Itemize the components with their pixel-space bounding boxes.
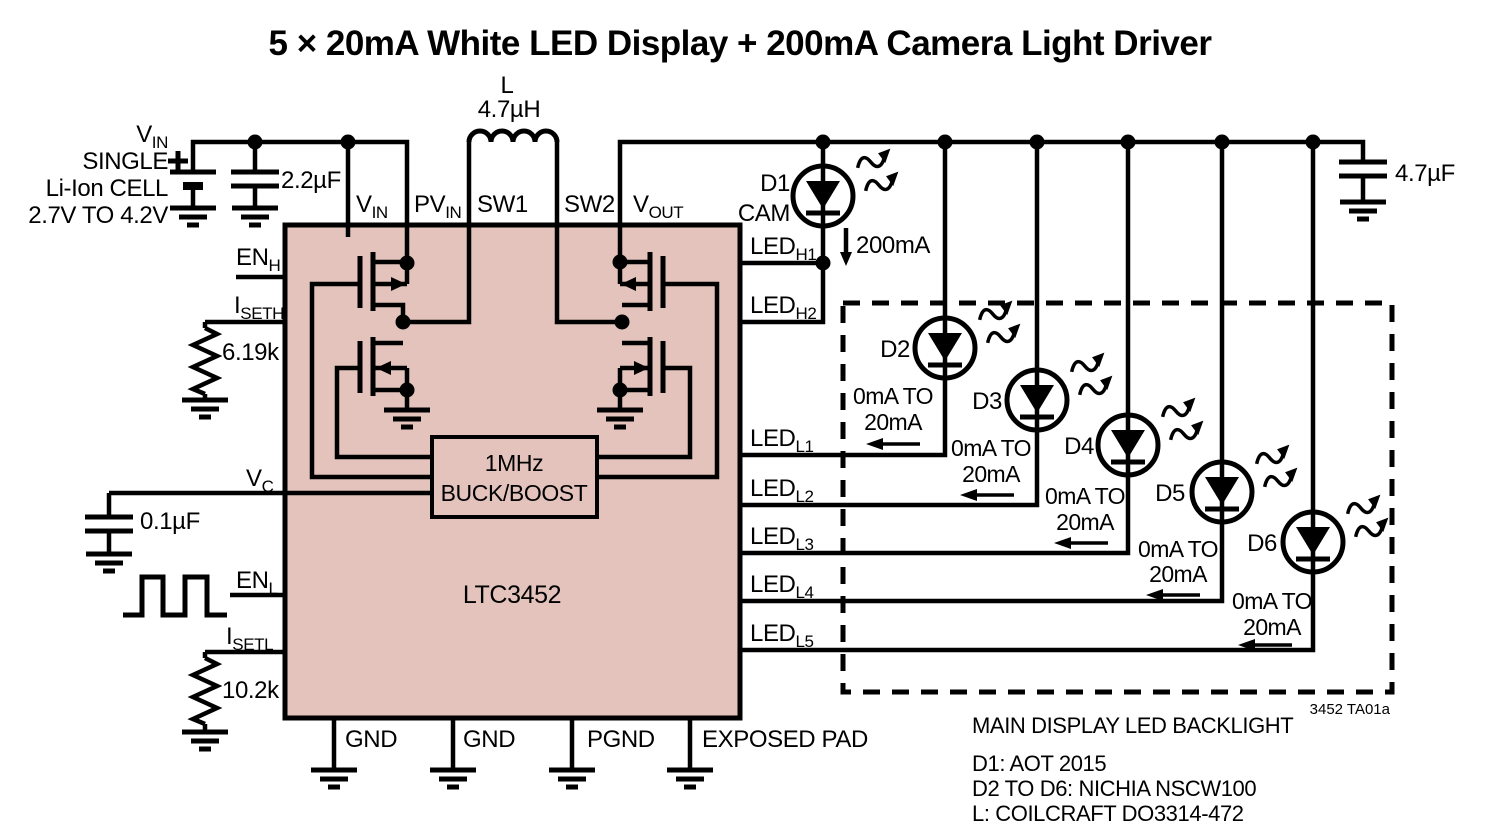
pmos-left-arrow [391,277,406,291]
input-capacitor [231,169,279,225]
pin-label-enh: ENH [236,244,280,275]
label-isetl-resistor: 10.2k [222,677,280,704]
schematic-title: 5 × 20mA White LED Display + 200mA Camer… [269,24,1213,63]
vc-capacitor [85,514,133,571]
label-source-cell: Li-Ion CELL [46,175,168,202]
label-d1-ref: D1 [760,170,790,197]
label-d2-ref: D2 [880,336,910,363]
label-d5-current-2: 20mA [1149,561,1208,587]
pin-label-gnd1: GND [345,726,397,753]
control-block-line1: 1MHz [485,450,543,476]
pin-label-iseth: ISETH [234,292,284,323]
wire-bottom-pins [331,718,693,768]
label-iseth-resistor: 6.19k [222,339,280,366]
pin-label-ledh1: LEDH1 [750,233,816,264]
pin-label-ledh2: LEDH2 [750,292,816,323]
label-d6-current-1: 0mA TO [1232,588,1312,614]
wire-vout-rail [617,139,1366,225]
pin-label-sw1: SW1 [477,191,528,218]
current-arrows [840,228,1294,653]
junction-dots [247,134,1321,398]
label-output-cap: 4.7µF [1395,160,1455,187]
label-source-single: SINGLE [82,148,168,175]
label-source-vin: VIN [136,121,168,152]
pin-label-gnd2: GND [463,726,515,753]
pin-label-ledl1: LEDL1 [750,425,814,456]
label-d6-current-2: 20mA [1243,614,1302,640]
wire-left-pins [106,274,432,730]
label-d2-current-1: 0mA TO [853,383,933,409]
components [85,128,1387,787]
output-capacitor [1339,159,1387,219]
label-d5-current-1: 0mA TO [1138,536,1218,562]
battery [168,151,216,225]
wire-led-branches [740,142,1316,653]
pin-label-isetl: ISETL [226,623,273,654]
wire-gates-right [597,281,720,480]
square-wave-icon [123,574,227,618]
note-d2-d6: D2 TO D6: NICHIA NSCW100 [972,776,1256,801]
label-d5-ref: D5 [1155,480,1185,507]
mosfet-bars-right [647,252,666,396]
wire-input-rail [190,139,410,237]
label-input-cap: 2.2µF [281,167,341,194]
label-source-voltage: 2.7V TO 4.2V [28,202,168,229]
label-inductor-value: 4.7µH [478,96,541,123]
ic-part-number: LTC3452 [463,581,561,609]
note-inductor: L: COILCRAFT DO3314-472 [972,801,1244,826]
backlight-caption: MAIN DISPLAY LED BACKLIGHT [972,713,1293,738]
pin-label-ledl3: LEDL3 [750,523,814,554]
pin-label-ledl2: LEDL2 [750,475,814,506]
pin-label-exposed-pad: EXPOSED PAD [702,726,868,753]
wire-gates-left [309,281,432,480]
plus-icon [168,151,188,171]
pin-label-pgnd: PGND [587,726,655,753]
pin-label-ledl4: LEDL4 [750,571,814,602]
label-d4-current-2: 20mA [1056,509,1115,535]
pin-label-vout: VOUT [633,191,683,222]
label-d4-ref: D4 [1064,433,1094,460]
figure-label: 3452 TA01a [1310,701,1391,718]
pmos-right-arrow [621,277,636,291]
pin-label-vc: VC [246,465,274,496]
pin-label-sw2: SW2 [564,191,615,218]
label-d1-name: CAM [738,200,790,227]
pin-label-ledl5: LEDL5 [750,620,814,651]
wire-sw1-sw2 [403,142,622,325]
mosfets [357,252,666,427]
label-d3-ref: D3 [972,388,1002,415]
label-d1-current: 200mA [856,232,930,259]
pin-label-pvin: PVIN [414,191,461,222]
inductor-coil [466,128,560,143]
label-d3-current-1: 0mA TO [951,435,1031,461]
nmos-left-arrow [376,361,391,375]
label-vc-cap: 0.1µF [140,508,200,535]
backlight-dashed-box [840,300,1395,695]
pin-label-enl: ENL [236,567,278,598]
label-d6-ref: D6 [1247,530,1277,557]
label-d3-current-2: 20mA [962,461,1021,487]
label-inductor-ref: L [501,72,514,99]
control-block-line2: BUCK/BOOST [441,480,588,506]
nmos-right-arrow [634,361,649,375]
wires [106,139,1366,768]
labels: VIN SINGLE Li-Ion CELL 2.7V TO 4.2V 2.2µ… [28,72,1455,826]
mosfet-bars-left [357,252,376,396]
label-d2-current-2: 20mA [864,409,923,435]
pin-label-vin: VIN [356,191,388,222]
note-d1: D1: AOT 2015 [972,751,1106,776]
label-d4-current-1: 0mA TO [1045,483,1125,509]
